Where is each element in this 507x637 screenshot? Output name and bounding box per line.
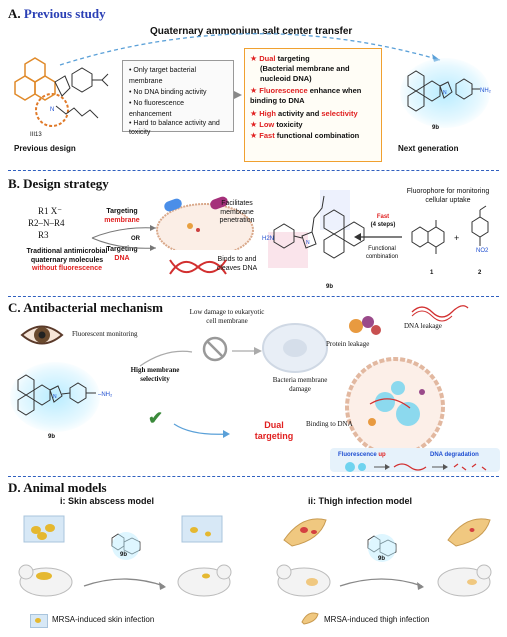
compound-9b-structure: N NH₂ xyxy=(407,70,492,112)
eukaryotic-cell-illustration xyxy=(262,323,328,373)
section-d-title: D. Animal models xyxy=(8,480,107,495)
compound-iii13-structure: N xyxy=(14,57,109,127)
quaternary-ammonium-structure: R1 X⁻ R2–N–R4 R3 xyxy=(28,206,65,240)
star-icon: ★ xyxy=(250,86,258,95)
protein-icon xyxy=(349,316,381,335)
dna-degradation-graphic xyxy=(345,462,487,472)
svg-text:N: N xyxy=(443,90,447,96)
fluorescent-monitoring-text: Fluorescent monitoring xyxy=(72,330,138,338)
star-icon: ★ xyxy=(250,120,258,129)
dna-helix-icon xyxy=(169,259,227,275)
limitation-item: • Hard to balance activity and toxicity xyxy=(129,120,220,136)
svg-text:N: N xyxy=(50,107,54,113)
section-letter: A. xyxy=(8,6,21,21)
compound-9b-label: 9b xyxy=(378,556,386,562)
fluorescence-glow xyxy=(400,58,490,128)
plus-sign: + xyxy=(454,233,460,243)
next-generation-label: Next generation xyxy=(398,144,459,153)
limitation-item: • Only target bacterial membrane xyxy=(129,67,197,85)
advantage-item: ★ Fluorescence enhance when binding to D… xyxy=(250,86,362,105)
no2-label: NO2 xyxy=(476,248,489,254)
skin-infection-legend-icon xyxy=(30,614,48,628)
arrow-right-icon xyxy=(232,347,262,355)
section-b-title: B. Design strategy xyxy=(8,176,109,191)
previous-design-label: Previous design xyxy=(14,144,76,153)
thigh-infection-model-illustration xyxy=(276,518,492,597)
advantage-item: ★ Fast functional combination xyxy=(250,131,360,140)
protein-leakage-text: Protein leakage xyxy=(326,340,370,348)
fast-steps-label: Fast (4 steps) xyxy=(370,214,396,228)
thigh-infection-legend-text: MRSA-induced thigh infection xyxy=(324,615,430,624)
nh2-label: NH₂ xyxy=(480,88,492,94)
limitations-box: • Only target bacterial membrane • No DN… xyxy=(122,60,234,136)
targeting-arrows xyxy=(91,225,157,251)
section-a-title: A. Previous study xyxy=(8,6,106,22)
svg-text:N: N xyxy=(306,240,310,246)
section-divider xyxy=(8,296,499,297)
prohibited-icon xyxy=(202,336,228,362)
compound-1-structure xyxy=(411,220,445,254)
binds-cleaves-text: Binds to and cleaves DNA xyxy=(216,256,258,272)
compound-9b-structure: H2N N xyxy=(262,190,365,259)
compound-9b-structure: N –NH₂ xyxy=(17,374,113,416)
compound-2-structure xyxy=(471,205,489,246)
fluorophore-text: Fluorophore for monitoring cellular upta… xyxy=(406,188,490,204)
thigh-model-title: ii: Thigh infection model xyxy=(308,496,412,506)
arrow-right-icon xyxy=(234,91,242,99)
dna-leakage-text: DNA leakage xyxy=(404,322,442,330)
fluorescence-glow xyxy=(10,362,100,432)
star-icon: ★ xyxy=(250,109,258,118)
fluorescence-up-label: Fluorescence up xyxy=(338,452,386,458)
section-title-text: Previous study xyxy=(23,6,106,21)
nh2-label: H2N xyxy=(262,236,274,242)
compound-9b-label: 9b xyxy=(48,434,56,440)
bacteria-damage-text: Bacteria membrane damage xyxy=(272,376,328,393)
skin-model-title: i: Skin abscess model xyxy=(60,496,155,506)
advantages-box: ★ Dual targeting (Bacterial membrane and… xyxy=(244,48,382,162)
targeting-dna-label: Targeting DNA xyxy=(106,246,138,262)
nh2-label: –NH₂ xyxy=(98,392,113,398)
arrow-up-icon xyxy=(139,350,193,367)
section-divider xyxy=(8,476,499,477)
advantage-item: ★ Low toxicity xyxy=(250,120,303,129)
skin-infection-legend-text: MRSA-induced skin infection xyxy=(52,615,155,624)
limitation-item: • No fluorescence enhancement xyxy=(129,100,184,118)
functional-combination-text: Functional combination xyxy=(365,246,399,260)
advantage-item: ★ Dual targeting xyxy=(250,54,310,63)
limitation-item: • No DNA binding activity xyxy=(129,89,207,96)
traditional-molecules-text: Traditional antimicrobial quaternary mol… xyxy=(26,248,108,272)
dna-strand-icon xyxy=(411,305,469,322)
checkmark-icon: ✔ xyxy=(148,408,164,428)
compound-9b-label: 9b xyxy=(326,284,334,290)
facilitates-penetration-text: Facilitates membrane penetration xyxy=(219,200,255,224)
svg-text:N: N xyxy=(53,394,57,400)
advantage-item: ★ High activity and selectivity xyxy=(250,109,358,118)
skin-abscess-model-illustration xyxy=(18,515,232,597)
compound-1-label: 1 xyxy=(430,270,434,276)
low-damage-text: Low damage to eukaryotic cell membrane xyxy=(189,308,265,325)
compound-iii13-label: III13 xyxy=(30,132,42,138)
star-icon: ★ xyxy=(250,131,258,140)
dual-targeting-label: Dual targeting xyxy=(254,420,294,441)
or-label: OR xyxy=(131,236,140,242)
arrow-left-icon xyxy=(354,233,402,241)
high-selectivity-text: High membrane selectivity xyxy=(130,366,180,383)
compound-9b-label: 9b xyxy=(432,125,440,131)
eye-icon xyxy=(20,325,64,345)
binding-dna-text: Binding to DNA xyxy=(306,420,353,428)
dna-degradation-label: DNA degradation xyxy=(430,452,479,458)
star-icon: ★ xyxy=(250,54,258,63)
section-divider xyxy=(8,170,499,171)
compound-9b-label: 9b xyxy=(120,552,128,558)
section-c-title: C. Antibacterial mechanism xyxy=(8,300,163,315)
qas-transfer-header: Quaternary ammonium salt center transfer xyxy=(150,26,353,37)
advantage-item-detail: (Bacterial membrane and nucleoid DNA) xyxy=(260,64,350,83)
compound-2-label: 2 xyxy=(478,270,482,276)
arrow-right-icon xyxy=(173,423,230,438)
bacterial-membrane-illustration xyxy=(156,196,254,250)
thigh-infection-legend-icon xyxy=(301,612,319,625)
targeting-membrane-label: Targeting membrane xyxy=(104,208,140,224)
damaged-bacterium-illustration xyxy=(345,357,445,457)
